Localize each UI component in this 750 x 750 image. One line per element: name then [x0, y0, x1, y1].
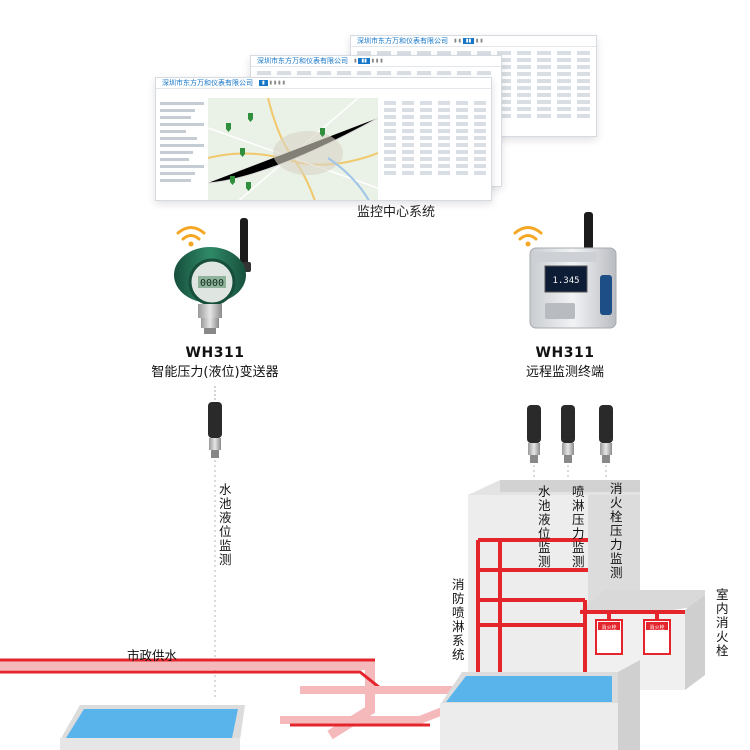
monitoring-caption: 监控中心系统: [357, 205, 436, 220]
sprinkler-system-label: 消防喷淋系统: [452, 577, 465, 662]
wifi-icon: [513, 226, 543, 247]
sensor-probe: [561, 405, 575, 463]
data-table: [384, 98, 486, 178]
screen-back-company: 深圳市东方万和仪表有限公司: [357, 37, 448, 45]
screen-front: 深圳市东方万和仪表有限公司 ▮ ▮ ▮ ▮ ▮: [155, 77, 492, 201]
map-svg: [208, 98, 378, 200]
tree-sidebar: [160, 98, 204, 200]
terminal-display: 1.345: [552, 276, 579, 286]
right-device-name: 远程监测终端: [525, 365, 604, 380]
sensor-probe: [527, 405, 541, 463]
map-view: [208, 98, 378, 200]
left-device-model: WH311: [185, 345, 245, 361]
sprinkler-pipes: [476, 538, 685, 680]
right-device-model: WH311: [535, 345, 595, 361]
left-device-name: 智能压力(液位)变送器: [151, 365, 279, 380]
wifi-icon: [176, 226, 206, 247]
water-tank-right: [440, 660, 640, 750]
screen-middle-company: 深圳市东方万和仪表有限公司: [257, 57, 348, 65]
monitoring-screens: 深圳市东方万和仪表有限公司 ▮ ▮ ▮▮ ▮ ▮ 深圳市东方万和仪表有限公司 ▮…: [150, 35, 600, 201]
sensor-probe: [208, 385, 222, 458]
remote-terminal-device: 1.345: [529, 212, 617, 329]
left-device-label: WH311 智能压力(液位)变送器: [150, 345, 280, 380]
water-tank-left: [60, 705, 245, 750]
right-sensor-label-2: 喷淋压力监测: [572, 484, 585, 569]
right-device-label: WH311 远程监测终端: [510, 345, 620, 380]
hydrant-box-label: 消火栓: [601, 624, 616, 631]
antenna: [240, 218, 248, 266]
sensor-probe: [599, 405, 613, 463]
right-sensor-label-1: 水池液位监测: [538, 484, 551, 569]
municipal-water-label: 市政供水: [127, 648, 178, 663]
indoor-hydrant-label: 室内消火栓: [716, 587, 729, 658]
transmitter-display: 0000: [200, 278, 224, 289]
hydrant-box-label: 消火栓: [649, 624, 664, 631]
pressure-transmitter-device: 0000: [174, 218, 251, 334]
screen-front-company: 深圳市东方万和仪表有限公司: [162, 79, 253, 87]
right-sensor-label-3: 消火栓压力监测: [610, 481, 623, 580]
left-sensor-label: 水池液位监测: [219, 482, 232, 567]
